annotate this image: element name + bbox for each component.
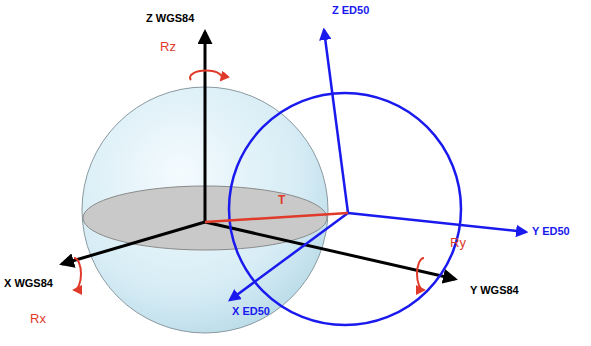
wgs84-axes xyxy=(62,32,455,279)
translation-label: T xyxy=(278,194,285,207)
axis-label: Y ED50 xyxy=(532,225,570,237)
axis-label: Z WGS84 xyxy=(146,12,194,24)
axis-label: Y WGS84 xyxy=(470,284,519,296)
rotation-label: Rx xyxy=(30,312,46,326)
translation-vector xyxy=(205,213,348,222)
ed50-frame xyxy=(229,30,526,325)
axis-label: X WGS84 xyxy=(4,277,53,289)
rotation-arrows xyxy=(74,71,424,290)
rotation-label: Ry xyxy=(450,236,466,250)
axis-label: Z ED50 xyxy=(332,4,369,16)
rotation-label: Rz xyxy=(160,40,176,54)
axis-label: X ED50 xyxy=(232,305,270,317)
